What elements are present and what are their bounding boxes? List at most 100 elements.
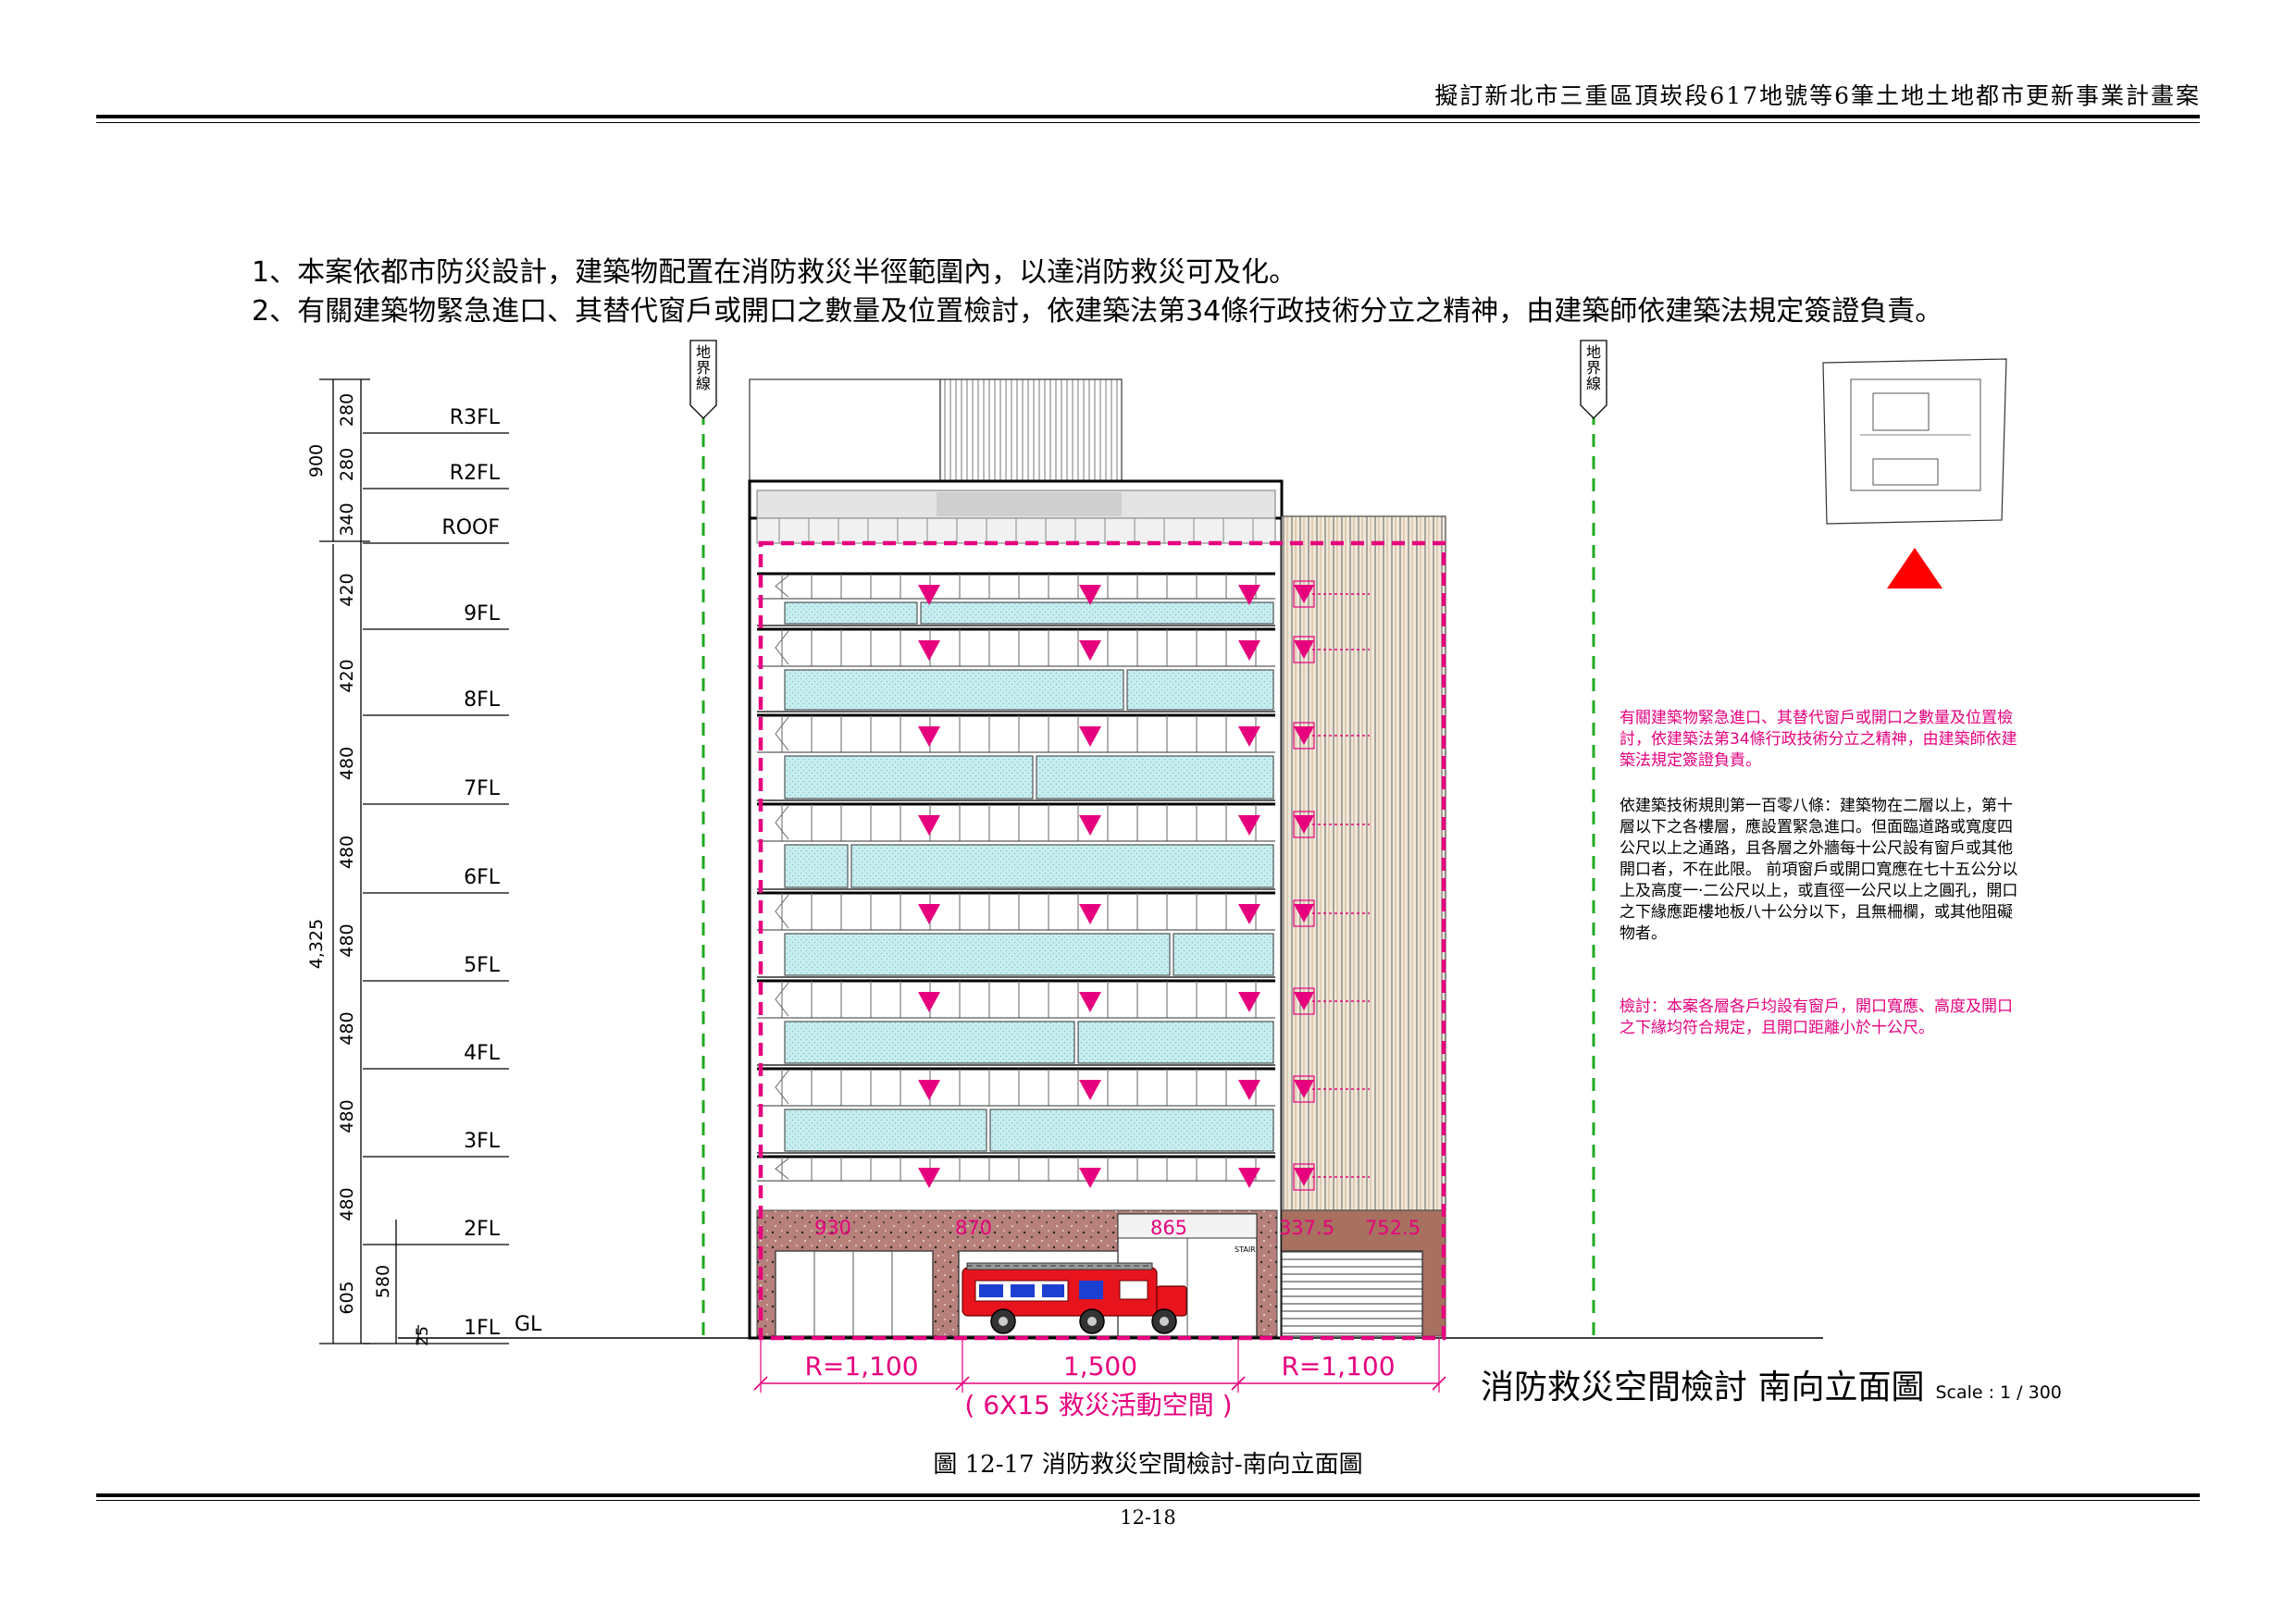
- header-rule-thick: [96, 115, 2200, 118]
- elevation-title-text: 消防救災空間檢討 南向立面圖: [1481, 1369, 1925, 1406]
- emergency-entry-marker-icon: [1238, 904, 1260, 924]
- tower-floor-band: [757, 891, 1275, 978]
- boundary-line-right: 地界線: [1580, 340, 1607, 1338]
- emergency-entry-marker-icon: [1238, 585, 1260, 605]
- emergency-entry-marker-icon: [918, 815, 940, 836]
- wing-opening: [1293, 1163, 1370, 1191]
- emergency-entry-marker-icon: [1238, 992, 1260, 1012]
- footer-rule-thick: [96, 1493, 2200, 1497]
- south-elevation-drawing: 900 4,325 580 25 R3FLR2FLROOF9FL8FL7FL6F…: [306, 340, 2007, 1420]
- footer-rule-thin: [96, 1500, 2200, 1501]
- key-plan: [1822, 358, 2007, 525]
- tower-floor-bands: [757, 572, 1275, 1188]
- floor-height-dim: 340: [337, 502, 357, 536]
- tower-floor-band: [757, 572, 1275, 626]
- boundary-line-label-right: 地界線: [1586, 343, 1601, 392]
- floor-dimension-chain: 900 4,325 580 25: [306, 378, 432, 1346]
- fire-truck-icon: [962, 1262, 1187, 1334]
- wing-opening: [1293, 899, 1370, 927]
- roof-mullions: [778, 518, 1254, 543]
- emergency-entry-marker-icon: [918, 1080, 940, 1100]
- rescue-radius-dims: R=1,100 1,500 R=1,100 ( 6X15 救災活動空間 ): [753, 1338, 1446, 1420]
- document-header-title: 擬訂新北市三重區頂崁段617地號等6筆土地土地都市更新事業計畫案: [1434, 82, 2201, 109]
- emergency-entry-marker-icon: [1079, 1080, 1101, 1100]
- emergency-entry-marker-icon: [918, 1168, 940, 1188]
- tower-floor-band: [757, 979, 1275, 1066]
- floor-height-dim: 280: [337, 448, 357, 481]
- radius-dim-right: R=1,100: [1281, 1351, 1395, 1381]
- wing-opening: [1293, 636, 1370, 663]
- wing-opening: [1293, 722, 1370, 750]
- emergency-entry-marker-icon: [1294, 726, 1314, 745]
- emergency-entry-marker-icon: [1079, 815, 1101, 836]
- note-2: 2、有關建築物緊急進口、其替代窗戶或開口之數量及位置檢討，依建築法第34條行政技…: [252, 295, 1943, 328]
- ground-level-label: GL: [515, 1313, 542, 1336]
- emergency-entry-marker-icon: [1079, 585, 1101, 605]
- side-wing-facade: [1281, 515, 1446, 1211]
- floor-height-dim: 280: [337, 393, 357, 427]
- ground-opening-dim: 752.5: [1365, 1217, 1421, 1239]
- page-number: 12-18: [1120, 1506, 1176, 1529]
- emergency-entry-marker-icon: [1238, 640, 1260, 661]
- floor-height-dim: 480: [337, 1187, 357, 1220]
- wing-opening: [1293, 987, 1370, 1015]
- boundary-line-label-left: 地界線: [696, 343, 711, 392]
- emergency-entry-marker-icon: [918, 726, 940, 747]
- emergency-entry-marker-icon: [1079, 640, 1101, 661]
- north-arrow-icon: [1887, 548, 1942, 588]
- radius-dim-center: 1,500: [1063, 1351, 1137, 1381]
- figure-caption: 圖 12-17 消防救災空間檢討-南向立面圖: [933, 1451, 1363, 1479]
- tower-floor-band: [757, 627, 1275, 712]
- wing-opening: [1293, 1075, 1370, 1103]
- floor-label: ROOF: [441, 516, 500, 539]
- floor-label: 7FL: [464, 777, 501, 800]
- emergency-entry-marker-icon: [1294, 1168, 1314, 1186]
- radius-dim-left: R=1,100: [804, 1351, 918, 1381]
- floor-label: R2FL: [450, 462, 501, 485]
- tower-floor-band: [757, 802, 1275, 890]
- emergency-entry-marker-icon: [1294, 815, 1314, 834]
- floor-label: 2FL: [464, 1218, 501, 1241]
- emergency-entry-marker-icon: [1079, 1168, 1101, 1188]
- floor-height-dim: 605: [337, 1281, 357, 1314]
- total-height-dim: 4,325: [306, 919, 327, 969]
- emergency-entry-marker-icon: [1079, 992, 1101, 1012]
- floor-label: 4FL: [464, 1042, 501, 1065]
- tower-floor-band: [757, 1155, 1275, 1182]
- side-wing-openings: [1293, 580, 1370, 1191]
- emergency-entry-marker-icon: [1294, 1080, 1314, 1098]
- floor-label: 5FL: [464, 954, 501, 977]
- emergency-entry-marker-icon: [1294, 640, 1314, 659]
- rescue-zone-outline: [758, 540, 1446, 1341]
- floor-height-dim: 480: [337, 923, 357, 957]
- header-rule-thin: [96, 122, 2200, 123]
- emergency-entry-marker-icon: [1079, 904, 1101, 924]
- side-note-2: 依建築技術規則第一百零八條：建築物在二層以上，第十層以下之各樓層，應設置緊急進口…: [1620, 797, 2018, 943]
- floor-label: R3FL: [450, 406, 501, 429]
- ground-opening-dim: 930: [814, 1217, 851, 1239]
- emergency-entry-marker-icon: [1238, 1080, 1260, 1100]
- note-1: 1、本案依都市防災設計，建築物配置在消防救災半徑範圍內，以達消防救災可及化。: [252, 256, 1297, 289]
- tower-floor-band: [757, 713, 1275, 801]
- first-floor-inner-dim: 580: [373, 1265, 393, 1298]
- floor-height-dim: 480: [337, 1099, 357, 1133]
- wing-opening: [1293, 811, 1370, 838]
- ground-opening-dim: 870: [955, 1217, 992, 1239]
- boundary-line-left: 地界線: [689, 340, 717, 1338]
- roof-total-dim: 900: [306, 444, 327, 477]
- floor-label: 9FL: [464, 602, 501, 626]
- side-note-3: 檢討：本案各層各戶均設有窗戶，開口寬應、高度及開口之下緣均符合規定，且開口距離小…: [1620, 997, 2013, 1037]
- emergency-entry-marker-icon: [1079, 726, 1101, 747]
- emergency-entry-marker-icon: [1238, 1168, 1260, 1188]
- floor-label: 1FL: [464, 1317, 501, 1340]
- floor-label: 6FL: [464, 866, 501, 889]
- wing-opening: [1293, 580, 1370, 608]
- emergency-entry-marker-icon: [1294, 992, 1314, 1010]
- ground-opening-dim: 865: [1150, 1217, 1187, 1239]
- emergency-entry-marker-icon: [918, 640, 940, 661]
- floor-height-dim: 480: [337, 1011, 357, 1045]
- floor-height-dim: 420: [337, 659, 357, 692]
